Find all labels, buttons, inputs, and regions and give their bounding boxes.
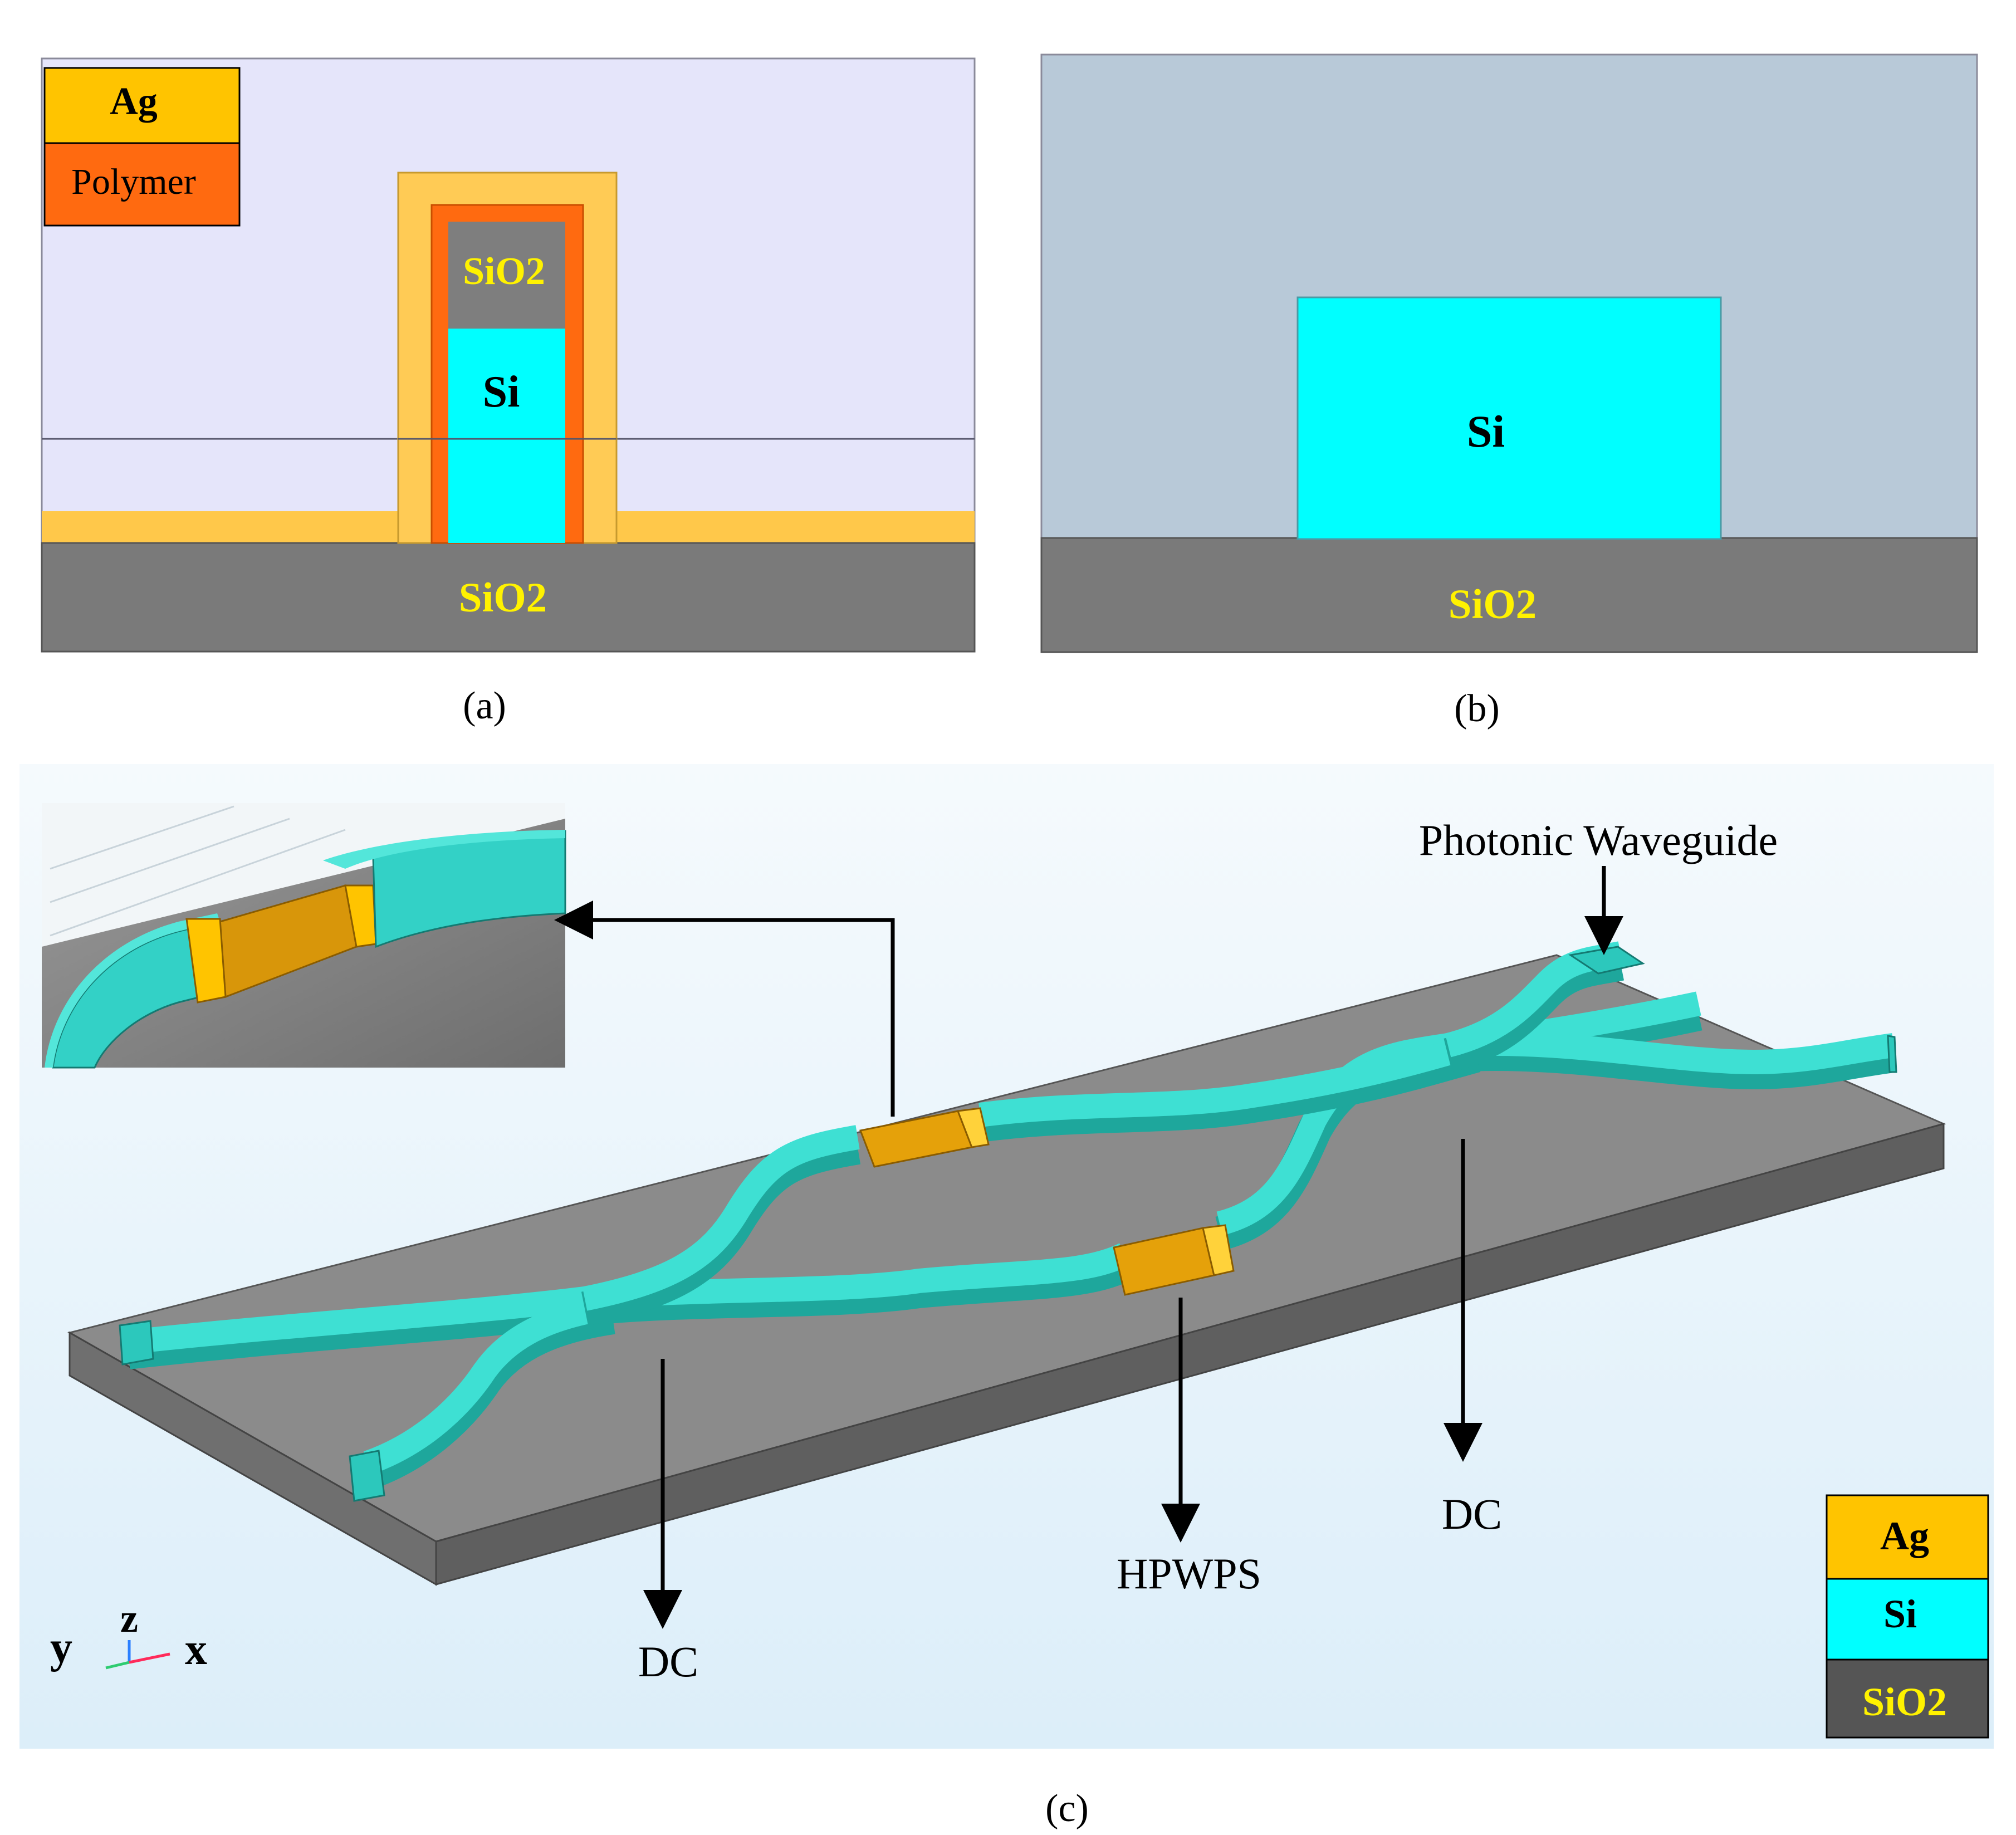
waveguide-endcap-left — [119, 1320, 154, 1366]
inset-connector-arrow — [554, 901, 895, 1117]
waveguide-input-left-top — [363, 1295, 615, 1475]
dc-left-label: DC — [638, 1637, 698, 1686]
panel-c-slab-side — [435, 1123, 1945, 1586]
waveguide-endcap-right — [1887, 1035, 1897, 1073]
inset-waveguide-right-top — [323, 830, 565, 869]
panel-c-legend-ag-label: Ag — [1880, 1514, 1929, 1558]
panel-b-si-label: Si — [1467, 406, 1505, 457]
panel-a-sio2-substrate — [41, 542, 976, 653]
photonic-waveguide-label: Photonic Waveguide — [1419, 816, 1778, 864]
inset-guide-line-3 — [50, 829, 346, 937]
inset-hpwps-cap-left — [185, 918, 227, 1004]
panel-c-hpwps-upper — [859, 1107, 990, 1168]
waveguide-output-right-top — [1447, 1031, 1895, 1075]
panel-a-sio2-cap-label: SiO2 — [463, 250, 545, 293]
axis-x-label: x — [185, 1625, 207, 1674]
waveguide-upper-left-top — [582, 1125, 860, 1311]
inset-waveguide-left-top — [45, 913, 220, 1068]
panel-c-waveguides — [126, 941, 1896, 1490]
panel-a-sio2-substrate-label: SiO2 — [459, 575, 547, 621]
dc-right-label: DC — [1442, 1490, 1502, 1538]
panel-c: Photonic Waveguide DC HPWPS DC y z x Ag … — [19, 764, 1994, 1830]
panel-c-legend-si-label: Si — [1883, 1592, 1917, 1636]
hpwps-label: HPWPS — [1117, 1549, 1261, 1598]
axis-z-label: z — [120, 1596, 138, 1641]
panel-a-legend-ag-swatch — [43, 67, 241, 144]
waveguide-lower-top — [126, 1243, 1131, 1354]
inset-guide-line-2 — [50, 818, 290, 903]
panel-c-legend-sio2-label: SiO2 — [1862, 1680, 1947, 1724]
panel-b-caption: (b) — [1454, 687, 1500, 730]
panel-b-si-core — [1296, 296, 1722, 540]
panel-a-si-core — [448, 329, 565, 543]
axis-y-label: y — [50, 1623, 72, 1672]
panel-a-sio2-cap — [448, 222, 565, 329]
hpwps-lower-end — [1202, 1224, 1235, 1276]
panel-a: SiO2 Si SiO2 Ag Polymer (a) — [41, 57, 976, 727]
inset-guide-line-1 — [50, 805, 234, 870]
axis-y-stroke — [105, 1661, 130, 1670]
panel-a-caption: (a) — [463, 684, 506, 727]
panel-c-hpwps-lower — [1113, 1224, 1235, 1296]
panel-a-legend-polymer-label: Polymer — [71, 162, 196, 202]
hpwps-upper-end — [956, 1107, 990, 1148]
waveguide-endcap-bottom — [349, 1450, 385, 1502]
panel-a-legend-ag-label: Ag — [110, 80, 158, 123]
panel-c-legend-si-swatch — [1826, 1578, 1989, 1661]
panel-b: Si SiO2 (b) — [1040, 53, 1978, 730]
panel-b-sio2-label: SiO2 — [1449, 581, 1537, 628]
axis-x-stroke — [129, 1652, 170, 1664]
panel-c-inset — [42, 803, 566, 1069]
panel-c-caption: (c) — [1045, 1787, 1089, 1830]
waveguide-upper-right-top — [978, 1033, 1479, 1127]
panel-c-legend-sio2-swatch — [1826, 1658, 1989, 1739]
panel-a-legend-polymer-swatch — [43, 142, 241, 227]
panel-a-si-label: Si — [483, 368, 520, 417]
axis-triad: y z x — [50, 1596, 207, 1674]
panel-c-legend: Ag Si SiO2 — [1826, 1494, 1989, 1739]
panel-b-sio2-substrate — [1040, 537, 1978, 653]
